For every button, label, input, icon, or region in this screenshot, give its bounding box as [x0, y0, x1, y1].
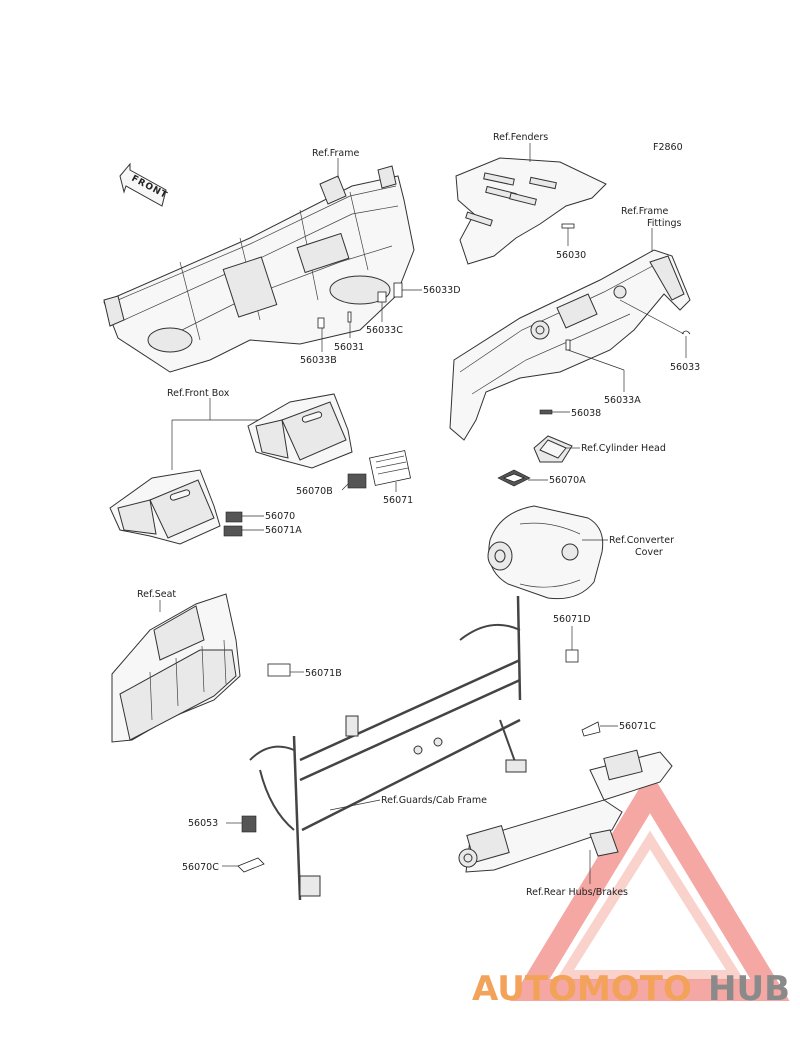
decal-56070 — [225, 511, 243, 523]
part-56071A: 56071A — [265, 525, 302, 536]
part-56070C: 56070C — [182, 862, 219, 873]
part-56033C: 56033C — [366, 325, 403, 336]
part-56053: 56053 — [188, 818, 218, 829]
label-ref-seat: Ref.Seat — [137, 589, 176, 600]
part-56033D: 56033D — [423, 285, 461, 296]
cylinder-head-illustration — [533, 435, 573, 463]
cab-frame-illustration — [249, 595, 527, 901]
decal-56070B — [347, 473, 367, 489]
part-56071B: 56071B — [305, 668, 342, 679]
decal-56071C — [581, 721, 601, 737]
label-ref-fenders: Ref.Fenders — [493, 132, 548, 143]
front-box-upper-illustration — [247, 393, 353, 469]
decal-56033B — [317, 317, 325, 329]
label-ref-rear-hubs-brakes: Ref.Rear Hubs/Brakes — [526, 887, 628, 898]
decal-56071B — [267, 663, 291, 677]
decal-56031 — [347, 311, 352, 323]
decal-56070C — [237, 857, 265, 873]
part-56030: 56030 — [556, 250, 586, 261]
front-box-lower-illustration — [109, 469, 221, 545]
part-56071: 56071 — [383, 495, 413, 506]
part-56070A: 56070A — [549, 475, 586, 486]
decal-56033C — [377, 291, 387, 303]
rear-hubs-illustration — [458, 749, 673, 873]
label-ref-converter-cover-1: Ref.Converter — [609, 535, 674, 546]
converter-cover-illustration — [487, 505, 604, 600]
part-56031: 56031 — [334, 342, 364, 353]
part-56071D: 56071D — [553, 614, 591, 625]
watermark-hub: HUB — [708, 969, 790, 1009]
decal-56033D — [393, 282, 403, 298]
label-ref-converter-cover-2: Cover — [635, 547, 663, 558]
part-56070: 56070 — [265, 511, 295, 522]
part-56033: 56033 — [670, 362, 700, 373]
decal-56030 — [561, 223, 575, 229]
label-ref-frame: Ref.Frame — [312, 148, 359, 159]
front-arrow-icon: FRONT — [119, 162, 169, 207]
decal-56033A — [565, 339, 571, 351]
part-56033A: 56033A — [604, 395, 641, 406]
watermark-text: AUTOMOTO HUB — [472, 969, 790, 1009]
watermark-automoto: AUTOMOTO — [472, 969, 692, 1009]
part-56033B: 56033B — [300, 355, 337, 366]
part-56070B: 56070B — [296, 486, 333, 497]
part-56038: 56038 — [571, 408, 601, 419]
decal-56038 — [539, 409, 553, 415]
label-ref-frame-fittings-2: Fittings — [647, 218, 682, 229]
watermark-logo-icon — [510, 770, 790, 1001]
label-ref-front-box: Ref.Front Box — [167, 388, 230, 399]
decal-56053 — [241, 815, 257, 833]
fender-illustration — [455, 157, 607, 265]
decal-56071D — [565, 649, 579, 663]
decal-56071 — [369, 450, 411, 486]
seat-illustration — [111, 593, 241, 743]
figure-code: F2860 — [653, 142, 683, 153]
decal-56071A — [223, 525, 243, 537]
label-ref-cylinder-head: Ref.Cylinder Head — [581, 443, 666, 454]
frame-illustration — [103, 165, 415, 373]
label-ref-guards-cab-frame: Ref.Guards/Cab Frame — [381, 795, 487, 806]
part-56071C: 56071C — [619, 721, 656, 732]
label-ref-frame-fittings-1: Ref.Frame — [621, 206, 668, 217]
